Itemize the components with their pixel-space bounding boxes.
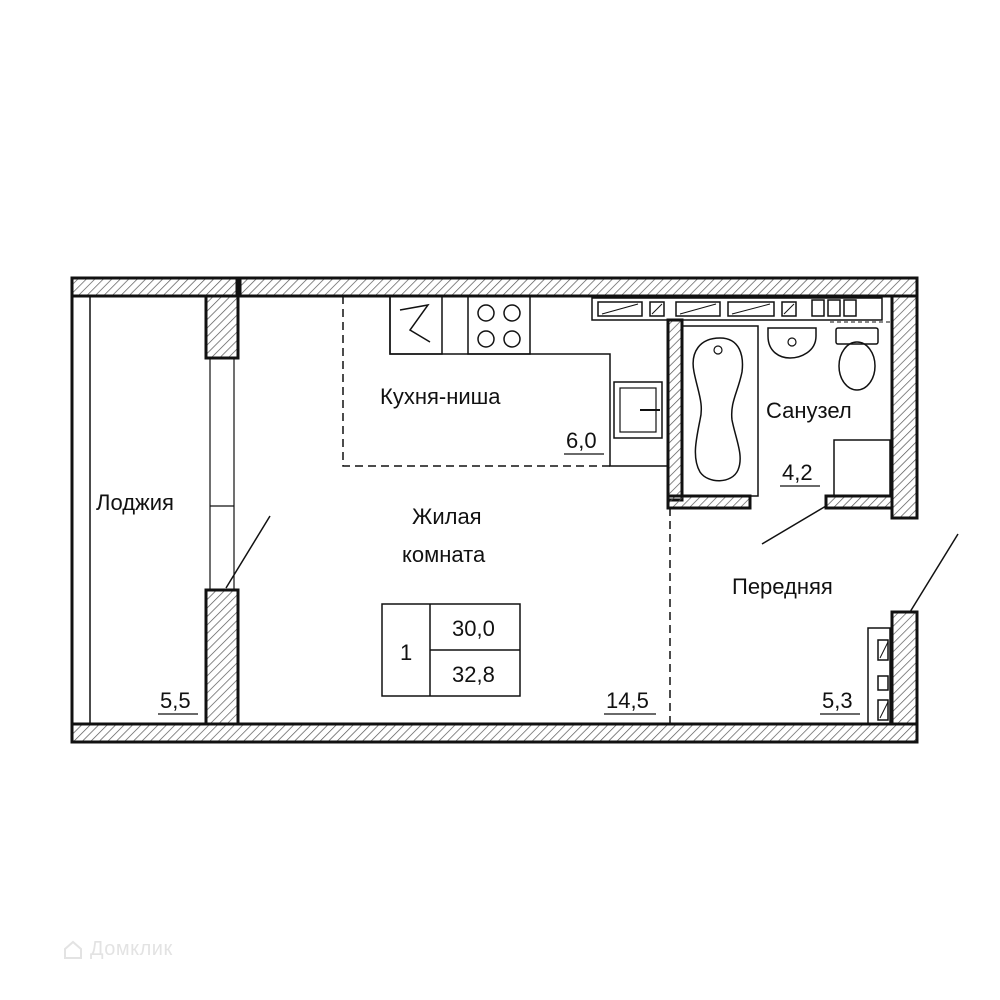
- living-label-line1: Жилая: [412, 504, 482, 529]
- living-label-line2: комната: [402, 542, 486, 567]
- bathroom-label: Санузел: [766, 398, 852, 423]
- wall-right-upper: [890, 294, 919, 520]
- wall-partition-lower: [204, 588, 240, 726]
- entrance-door: [867, 533, 959, 725]
- hall-label: Передняя: [732, 574, 833, 599]
- loggia-label: Лоджия: [96, 490, 174, 515]
- loggia-area: 5,5: [160, 688, 191, 713]
- toilet: [838, 341, 876, 391]
- area-summary-box: [381, 603, 521, 697]
- hall-area: 5,3: [822, 688, 853, 713]
- kitchen-area: 6,0: [566, 428, 597, 453]
- wall-bathroom-bottom: [666, 494, 752, 510]
- bathroom-area: 4,2: [782, 460, 813, 485]
- wall-top-loggia: [70, 276, 239, 298]
- wall-bathroom-left: [666, 318, 684, 502]
- kitchen-sink: [613, 381, 663, 439]
- home-icon: [64, 940, 82, 959]
- wall-partition-upper: [204, 294, 240, 360]
- rooms-count: 1: [400, 640, 412, 665]
- wall-bathroom-bottom-right: [824, 494, 894, 510]
- washbasin: [767, 327, 817, 359]
- fridge: [389, 295, 443, 355]
- balcony-door: [209, 358, 271, 590]
- bathtub: [681, 325, 759, 497]
- wall-bottom: [70, 722, 919, 744]
- total-area: 32,8: [452, 662, 495, 687]
- stove: [467, 295, 531, 355]
- wall-top-main: [238, 276, 919, 298]
- walls: [70, 276, 919, 744]
- living-area: 14,5: [606, 688, 649, 713]
- bathroom-fixtures: [591, 297, 892, 545]
- wall-right-lower: [890, 610, 919, 726]
- washing-machine: [833, 439, 891, 497]
- watermark-text: Домклик: [90, 938, 173, 960]
- living-total: 30,0: [452, 616, 495, 641]
- kitchen-label: Кухня-ниша: [380, 384, 501, 409]
- watermark: Домклик: [62, 938, 173, 961]
- kitchen-niche: [342, 295, 668, 467]
